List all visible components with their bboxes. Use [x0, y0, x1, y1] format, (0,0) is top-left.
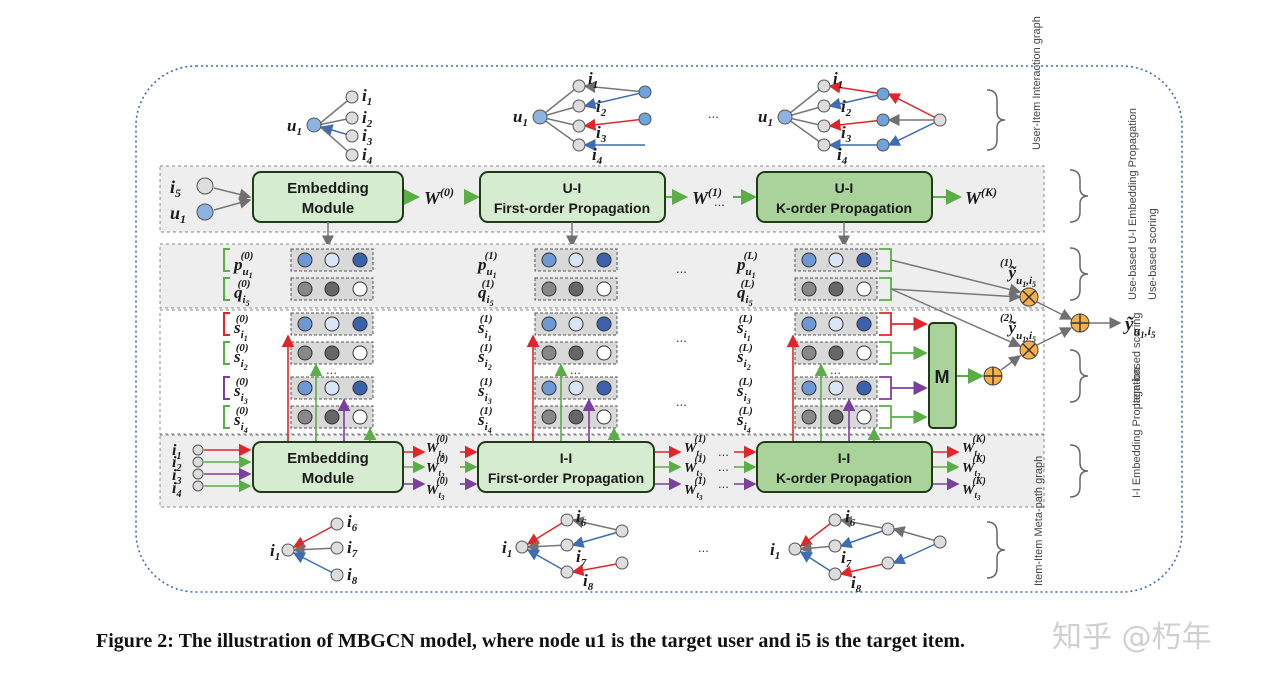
svg-text:qi5(0): qi5(0)	[234, 278, 250, 308]
svg-text:i7: i7	[576, 547, 587, 569]
ui-k-order-module: U-I K-order Propagation	[756, 171, 933, 223]
user-item-graph-1: u1 i1 i2 i3 i4	[513, 69, 652, 167]
ii-k-order-module: I-I K-order Propagation	[756, 441, 933, 493]
svg-text:...: ...	[676, 261, 687, 276]
user-item-graph-0: u1 i1 i2 i3 i4	[287, 86, 373, 167]
svg-text:i1: i1	[172, 442, 181, 462]
svg-text:i1: i1	[588, 69, 598, 91]
svg-text:i2: i2	[596, 97, 607, 119]
svg-text:U-I: U-I	[563, 180, 582, 196]
svg-text:...: ...	[718, 444, 729, 459]
svg-text:i1: i1	[502, 538, 512, 560]
svg-text:User-Item Interaction graph: User-Item Interaction graph	[1031, 16, 1043, 150]
svg-text:...: ...	[718, 476, 729, 491]
svg-text:u1: u1	[758, 107, 773, 129]
svg-text:i2: i2	[172, 454, 181, 474]
vector-rows	[290, 248, 878, 429]
svg-text:I-I: I-I	[838, 450, 850, 466]
svg-text:Wt2(K): Wt2(K)	[962, 454, 986, 480]
svg-text:U-I: U-I	[835, 180, 854, 196]
svg-text:i2: i2	[841, 97, 852, 119]
svg-text:Wt2(0): Wt2(0)	[426, 454, 448, 480]
svg-text:Embedding: Embedding	[287, 450, 369, 467]
svg-text:...: ...	[676, 330, 687, 345]
item-item-graph-0: i1 i6 i7 i8	[270, 512, 358, 587]
svg-text:i6: i6	[845, 507, 856, 529]
svg-text:Item-Item Meta-path graph: Item-Item Meta-path graph	[1033, 456, 1045, 586]
svg-text:i4: i4	[837, 145, 848, 167]
user-item-graph-k: u1 i1 i2 i3 i4	[758, 69, 947, 167]
svg-text:M: M	[935, 367, 950, 387]
svg-text:...: ...	[830, 362, 841, 377]
svg-text:i6: i6	[576, 507, 587, 529]
svg-text:i3: i3	[596, 123, 607, 145]
svg-text:u1: u1	[287, 116, 302, 138]
svg-text:i3: i3	[362, 126, 373, 148]
svg-text:u1: u1	[513, 107, 528, 129]
embedding-module-bottom: Embedding Module	[252, 441, 404, 493]
svg-text:...: ...	[718, 459, 729, 474]
svg-text:...: ...	[326, 362, 337, 377]
svg-text:i7: i7	[347, 538, 358, 560]
svg-text:pu1(L): pu1(L)	[735, 250, 758, 280]
svg-text:...: ...	[570, 362, 581, 377]
m-block: M	[928, 322, 957, 429]
svg-text:K-order Propagation: K-order Propagation	[776, 470, 912, 486]
svg-text:i1: i1	[833, 69, 843, 91]
svg-text:Module: Module	[302, 470, 355, 487]
svg-text:i7: i7	[841, 548, 852, 570]
svg-text:i2: i2	[362, 108, 373, 130]
svg-text:i4: i4	[172, 480, 181, 500]
svg-text:i5: i5	[170, 177, 181, 200]
svg-text:i3: i3	[172, 467, 181, 487]
svg-text:i1: i1	[270, 541, 280, 563]
svg-text:i8: i8	[347, 565, 358, 587]
svg-text:Wt3(0): Wt3(0)	[426, 476, 448, 502]
svg-text:Module: Module	[302, 200, 355, 217]
svg-text:Use-based U-I Embedding Propag: Use-based U-I Embedding Propagation	[1127, 108, 1139, 300]
svg-text:Wt1(1): Wt1(1)	[684, 434, 706, 460]
ii-first-order-module: I-I First-order Propagation	[477, 441, 655, 493]
svg-text:Wt1(0): Wt1(0)	[426, 434, 448, 460]
svg-text:First-order Propagation: First-order Propagation	[494, 200, 650, 216]
svg-text:i1: i1	[770, 540, 780, 562]
svg-text:i4: i4	[362, 145, 373, 167]
item-item-graph-1: i1 i6 i7 i8	[502, 507, 629, 593]
ui-first-order-module: U-I First-order Propagation	[479, 171, 666, 223]
embedding-module-top: Embedding Module	[252, 171, 404, 223]
svg-text:K-order Propagation: K-order Propagation	[776, 200, 912, 216]
svg-text:Wt3(1): Wt3(1)	[684, 476, 706, 502]
svg-text:Embedding: Embedding	[287, 180, 369, 197]
svg-text:...: ...	[714, 194, 725, 209]
svg-text:Item-based scoring: Item-based scoring	[1131, 312, 1143, 406]
figure-caption: Figure 2: The illustration of MBGCN mode…	[96, 630, 966, 652]
svg-text:Use-based scoring: Use-based scoring	[1147, 208, 1159, 300]
item-item-graph-k: i1 i6 i7 i8	[770, 507, 947, 595]
svg-text:Wt1(K): Wt1(K)	[962, 434, 986, 460]
svg-text:First-order Propagation: First-order Propagation	[488, 470, 644, 486]
svg-text:qi5(1): qi5(1)	[478, 278, 494, 308]
watermark: 知乎 @朽年	[1052, 620, 1212, 655]
svg-text:i6: i6	[347, 512, 358, 534]
ellipsis: ...	[708, 106, 719, 121]
svg-text:i1: i1	[362, 86, 372, 108]
svg-text:i4: i4	[592, 145, 603, 167]
svg-text:...: ...	[698, 540, 709, 555]
svg-text:i3: i3	[841, 123, 852, 145]
svg-text:I-I Embedding Propagation: I-I Embedding Propagation	[1131, 367, 1143, 498]
svg-text:i8: i8	[583, 571, 594, 593]
svg-text:Wt3(K): Wt3(K)	[962, 476, 986, 502]
section-labels: User-Item Interaction graph Use-based U-…	[986, 16, 1159, 586]
svg-text:I-I: I-I	[560, 450, 572, 466]
svg-text:i8: i8	[851, 573, 862, 595]
svg-text:Wt2(1): Wt2(1)	[684, 454, 706, 480]
svg-text:...: ...	[676, 394, 687, 409]
